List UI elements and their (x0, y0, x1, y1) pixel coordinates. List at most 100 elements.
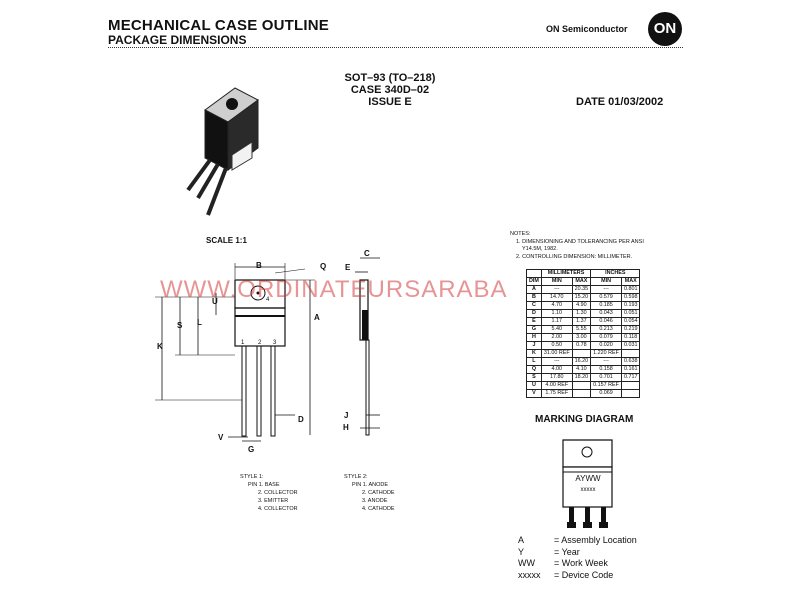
case-number: CASE 340D–02 (350, 84, 430, 96)
value-cell: 0.638 (620, 357, 641, 366)
value-cell: 0.020 (590, 341, 622, 350)
value-cell: 1.30 (571, 309, 592, 318)
value-cell: 0.213 (590, 325, 622, 334)
column-header: MAX (571, 277, 592, 286)
legend-key: Y (518, 546, 525, 557)
on-logo: ON (648, 12, 682, 46)
value-cell: --- (540, 357, 573, 366)
legend-row: WW= Work Week (518, 558, 637, 570)
value-cell (571, 381, 592, 390)
value-cell: 14.70 (540, 293, 573, 302)
issue-label: ISSUE E (368, 96, 412, 108)
dim-cell: J (526, 341, 542, 350)
note-item: 1. DIMENSIONING AND TOLERANCING PER ANSI (516, 238, 644, 245)
dim-label-d: D (298, 415, 304, 424)
marking-diagram-illustration (562, 439, 613, 528)
value-cell (571, 349, 592, 358)
value-cell: --- (590, 357, 622, 366)
value-cell: --- (590, 285, 622, 294)
column-header: MIN (540, 277, 573, 286)
value-cell: 0.579 (590, 293, 622, 302)
value-cell (571, 389, 592, 398)
note-item: 2. CONTROLLING DIMENSION: MILLIMETER. (516, 253, 633, 260)
value-cell: 5.55 (571, 325, 592, 334)
style-1-block: STYLE 1: PIN 1. BASE 2. COLLECTOR 3. EMI… (240, 473, 298, 513)
value-cell: 0.717 (620, 373, 641, 382)
side-view-drawing (355, 257, 380, 436)
table-corner (526, 269, 542, 278)
value-cell: 18.20 (571, 373, 592, 382)
value-cell: 15.20 (571, 293, 592, 302)
value-cell: 0.051 (620, 309, 641, 318)
value-cell: 0.069 (590, 389, 622, 398)
marking-diagram-title: MARKING DIAGRAM (535, 414, 634, 425)
value-cell: 0.043 (590, 309, 622, 318)
document-title: MECHANICAL CASE OUTLINE (108, 17, 329, 34)
dim-cell: S (526, 373, 542, 382)
value-cell: 0.079 (590, 333, 622, 342)
value-cell: 0.193 (620, 301, 641, 310)
style-2-pin: 3. ANODE (362, 498, 388, 504)
note-item: Y14.5M, 1982. (522, 246, 558, 252)
legend-value: = Device Code (554, 569, 614, 580)
dim-cell: H (526, 333, 542, 342)
dim-cell: C (526, 301, 542, 310)
legend-row: A= Assembly Location (518, 535, 637, 547)
value-cell (620, 349, 641, 358)
dim-cell: L (526, 357, 542, 366)
value-cell: 5.40 (540, 325, 573, 334)
style-1-pin: 3. EMITTER (258, 498, 289, 504)
legend-key: A (518, 535, 525, 545)
dim-cell: D (526, 309, 542, 318)
value-cell: 0.118 (620, 333, 641, 342)
column-header: DIM (526, 277, 542, 286)
value-cell: 4.10 (571, 365, 592, 374)
value-cell: 17.80 (540, 373, 573, 382)
dim-label-b: B (256, 261, 262, 270)
style-2-pin: 4. CATHODE (362, 506, 395, 512)
dim-cell: A (526, 285, 542, 294)
value-cell: 4.90 (571, 301, 592, 310)
value-cell: 0.50 (540, 341, 573, 350)
value-cell: 0.598 (620, 293, 641, 302)
package-3d-illustration (186, 87, 259, 216)
dim-cell: K (526, 349, 542, 358)
dim-label-l: L (197, 318, 202, 327)
dim-label-h: H (343, 423, 349, 432)
value-cell: 4.00 (540, 365, 573, 374)
scale-label: SCALE 1:1 (206, 236, 247, 245)
document-subtitle: PACKAGE DIMENSIONS (108, 33, 247, 47)
style-2-title: STYLE 2: (344, 474, 368, 480)
legend-key: xxxxx (518, 569, 541, 580)
marking-legend: A= Assembly Location Y = Year WW= Work We… (518, 535, 637, 581)
style-1-pin: PIN 1. BASE (248, 482, 280, 488)
style-1-pin: 2. COLLECTOR (258, 490, 298, 496)
style-2-pin: 2. CATHODE (362, 490, 395, 496)
marking-line-2: xxxxx (580, 487, 596, 493)
header-divider (108, 47, 683, 48)
value-cell: 0.157 REF (590, 381, 622, 390)
style-1-title: STYLE 1: (240, 474, 264, 480)
table-row: L---16.20---0.638 (526, 357, 641, 366)
dim-label-v: V (218, 433, 224, 442)
dim-label-a: A (314, 313, 320, 322)
value-cell: 0.701 (590, 373, 622, 382)
pin-number-3: 3 (273, 340, 277, 346)
dim-cell: Q (526, 365, 542, 374)
value-cell: 31.00 REF (540, 349, 573, 358)
legend-row: Y = Year (518, 547, 637, 559)
value-cell: 2.00 (540, 333, 573, 342)
legend-value: = Year (554, 546, 580, 557)
dim-label-c: C (364, 249, 370, 258)
dim-cell: E (526, 317, 542, 326)
dim-cell: B (526, 293, 542, 302)
